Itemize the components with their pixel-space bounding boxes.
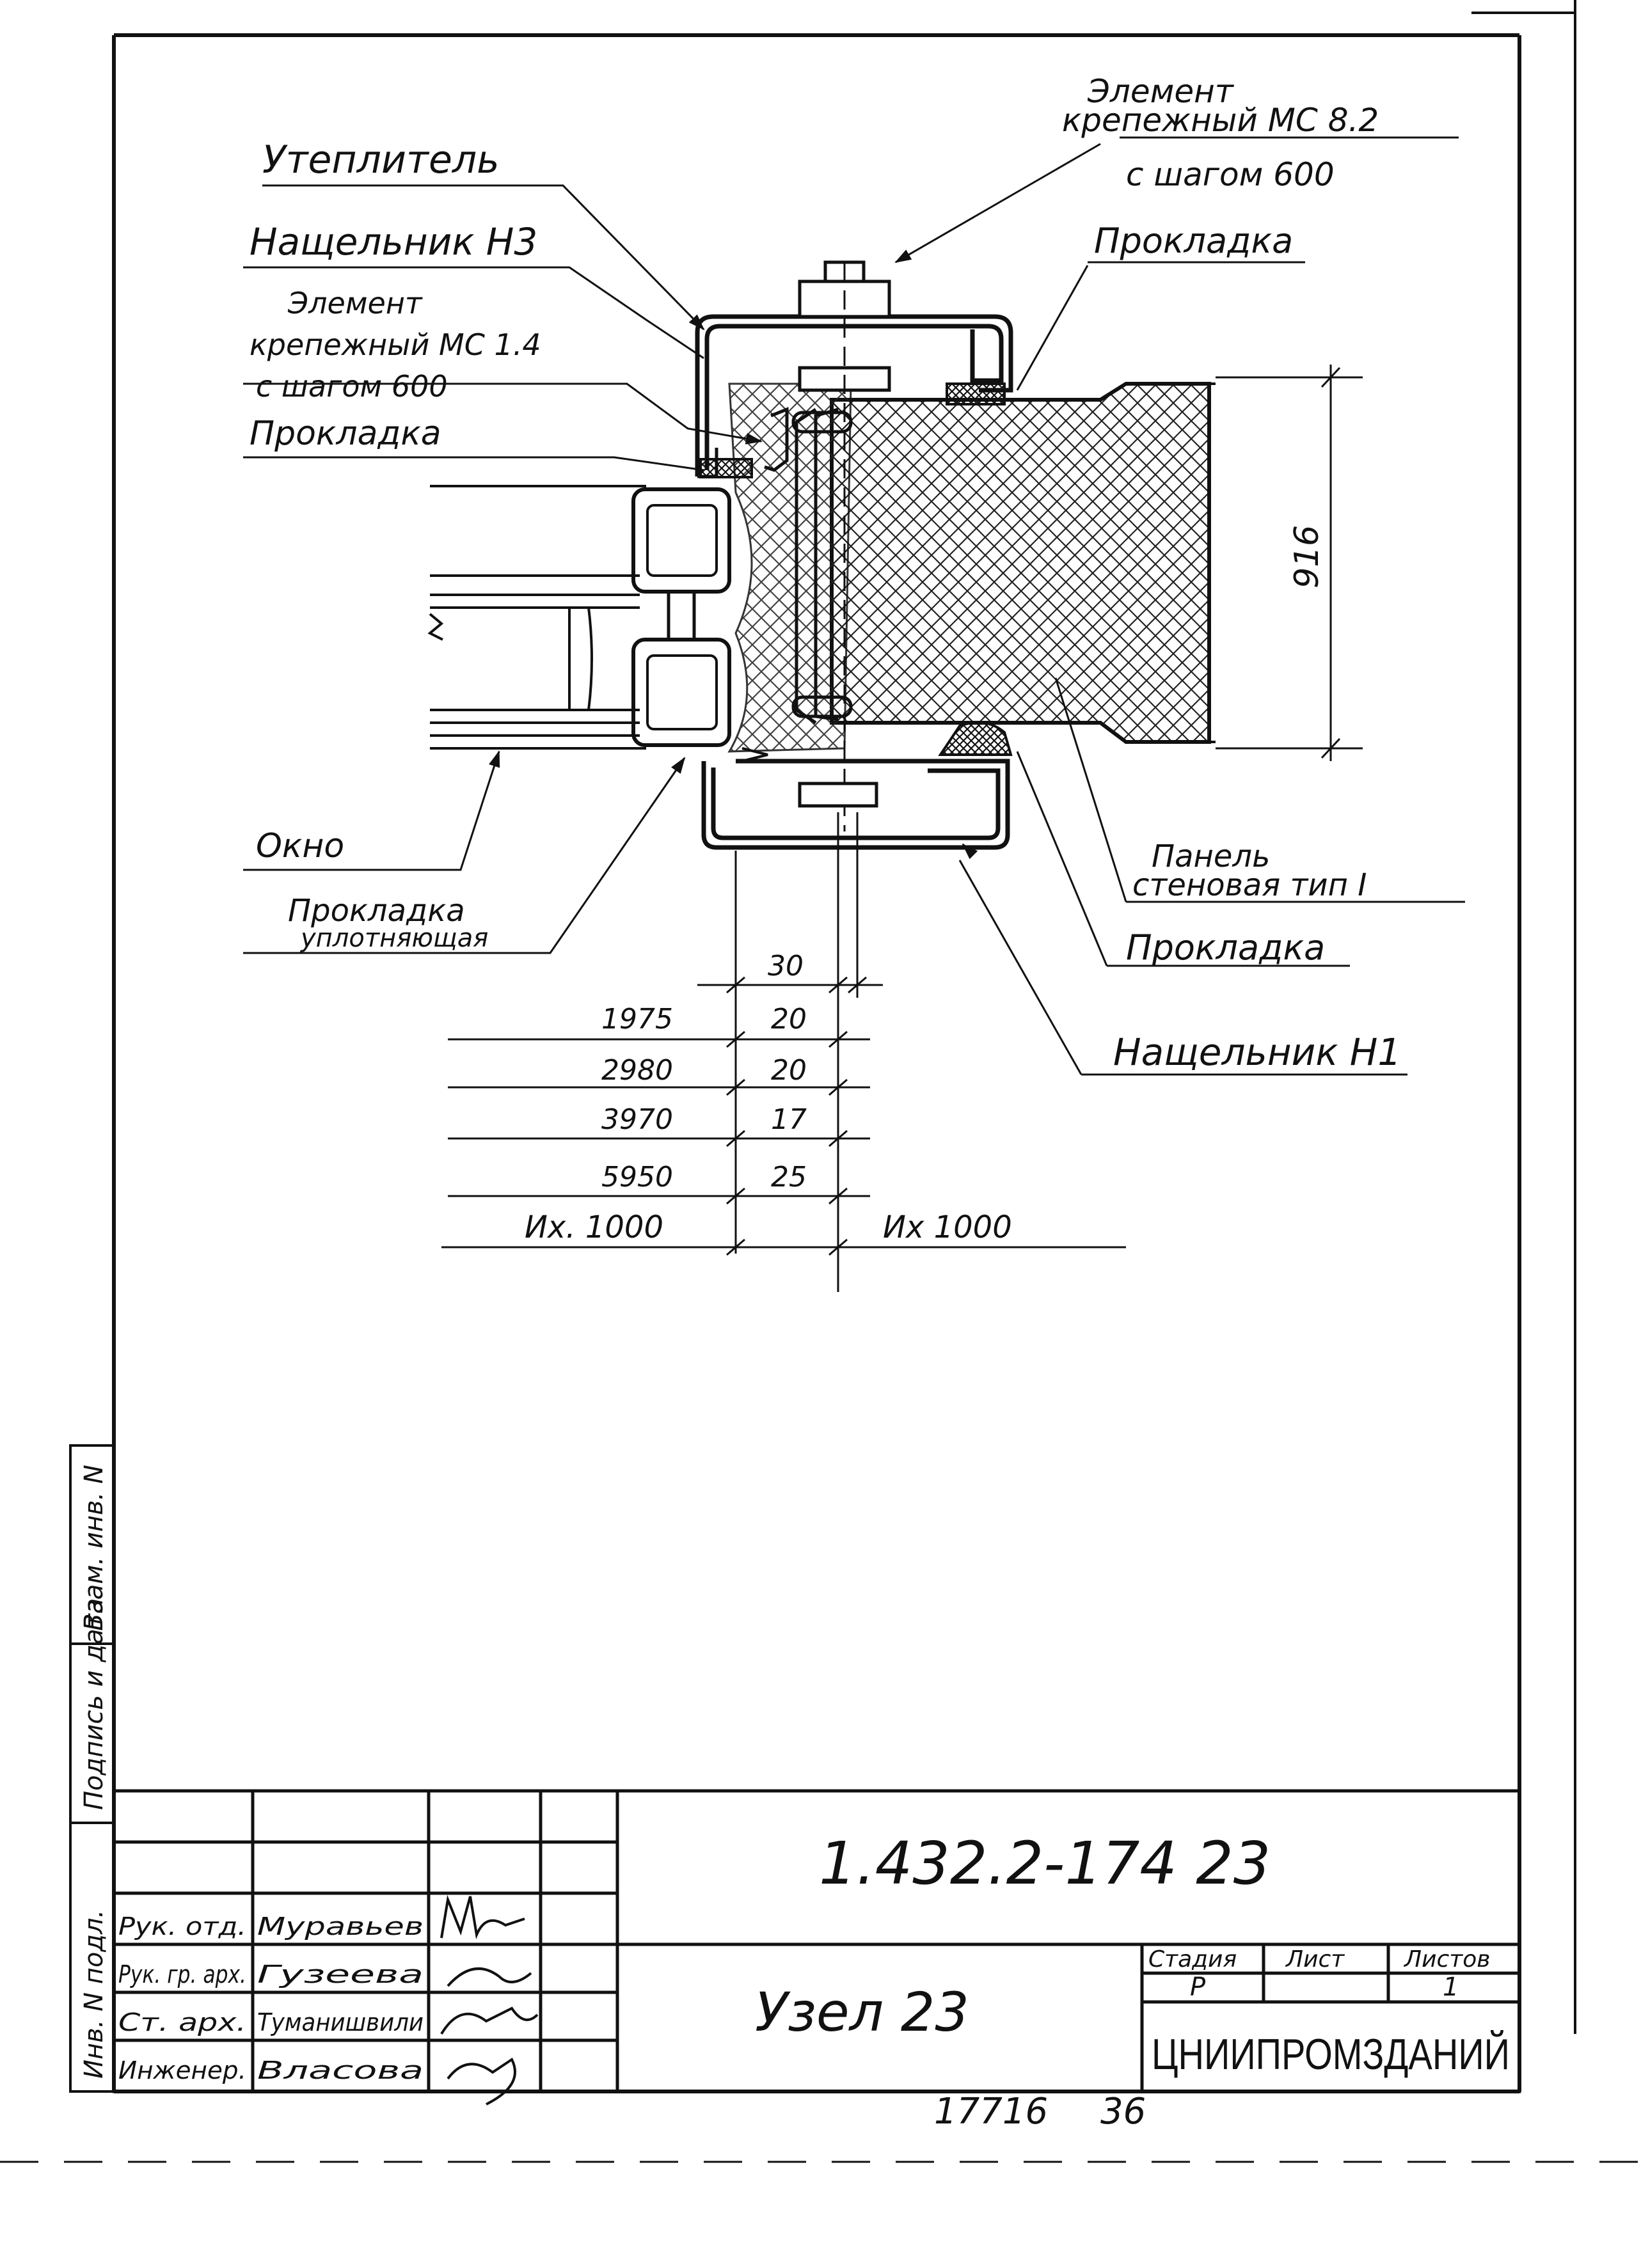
leader-lines: [243, 136, 1465, 1076]
role-cell: Рук. гр. арх.: [118, 1960, 246, 1988]
label-fastener-mc14-3: с шагом 600: [256, 369, 448, 404]
axis-right-label: Их 1000: [883, 1209, 1012, 1245]
dim-top-value: 30: [768, 950, 804, 982]
axis-left-label: Их. 1000: [525, 1209, 663, 1245]
label-gasket-top-right: Прокладка: [1094, 221, 1293, 261]
label-sealing-gasket-1: Прокладка: [288, 893, 465, 929]
side-stamp: [69, 1444, 115, 2093]
stage-header: Стадия: [1148, 1946, 1237, 1973]
dim-axis: 5950: [601, 1161, 673, 1193]
dim-value: 20: [771, 1054, 807, 1087]
side-stamp-inv-orig: Инв. N подл.: [79, 1910, 109, 2079]
label-sealing-gasket-2: уплотняющая: [300, 924, 488, 953]
dim-916: 916: [1288, 525, 1326, 588]
sheet-header: Лист: [1285, 1946, 1345, 1973]
name-cell: Гузеева: [257, 1960, 424, 1988]
dim-value: 25: [771, 1161, 807, 1193]
label-fastener-mc82-3: с шагом 600: [1126, 156, 1335, 193]
label-fastener-mc14-1: Элемент: [287, 286, 423, 320]
name-cell: Туманишвили: [257, 2008, 424, 2036]
side-stamp-sign-date: Подпись и дата: [79, 1598, 109, 1810]
dim-value: 17: [771, 1103, 807, 1136]
wall-panel: [830, 382, 1216, 744]
label-gasket-left: Прокладка: [250, 414, 441, 453]
label-fastener-mc14-2: крепежный МС 1.4: [250, 327, 541, 362]
name-cell: Власова: [257, 2056, 424, 2084]
label-insulation: Утеплитель: [262, 138, 500, 182]
label-panel-2: стеновая тип I: [1132, 867, 1367, 903]
dimension-chain: [441, 812, 1126, 1292]
cover-strip-n1: [701, 747, 1010, 850]
label-cover-strip-n3: Нащельник Н3: [250, 220, 537, 264]
gasket-left: [699, 458, 753, 478]
doc-code: 1.432.2-174 23: [819, 1829, 1271, 1898]
title-block: [112, 1789, 1521, 2093]
dim-axis: 1975: [601, 1003, 673, 1036]
label-panel-1: Панель: [1152, 839, 1270, 874]
stage-value: Р: [1190, 1973, 1206, 2002]
signatures-table: Рук. отд. Муравьев Рук. гр. арх. Гузеева…: [118, 1912, 424, 2084]
bolt-mc82: [798, 260, 891, 831]
role-cell: Инженер.: [118, 2056, 246, 2084]
panel-dimension: [1216, 365, 1363, 761]
window-frame: [427, 485, 731, 750]
label-window: Окно: [256, 827, 344, 865]
label-cover-strip-n1: Нащельник Н1: [1113, 1030, 1401, 1074]
dim-rows: 1975 20 2980 20 3970 17 5950 25: [601, 1003, 807, 1193]
handwritten-signatures: [440, 1894, 539, 2106]
role-cell: Рук. отд.: [118, 1912, 246, 1941]
gasket-bottom-right: [938, 721, 1013, 756]
label-fastener-mc82-1: Элемент: [1087, 73, 1235, 110]
dim-value: 20: [771, 1003, 807, 1036]
sheets-header: Листов: [1403, 1946, 1490, 1973]
dim-axis: 2980: [601, 1054, 673, 1087]
organization: ЦНИИПРОМЗДАНИЙ: [1152, 2029, 1510, 2079]
insulation-fill: [727, 382, 852, 753]
dim-axis: 3970: [601, 1103, 673, 1136]
label-gasket-bottom-right: Прокладка: [1126, 927, 1325, 968]
side-stamp-replace-inv: Взам. инв. N: [79, 1465, 109, 1631]
name-cell: Муравьев: [257, 1912, 424, 1941]
role-cell: Ст. арх.: [118, 2008, 246, 2036]
label-fastener-mc82-2: крепежный МС 8.2: [1062, 102, 1379, 139]
node-title: Узел 23: [755, 1981, 969, 2044]
sheets-value: 1: [1443, 1973, 1459, 2002]
page-number: 36: [1100, 2091, 1146, 2132]
archive-number: 17716: [934, 2091, 1048, 2132]
fastener-mc14: [764, 407, 853, 725]
gasket-top-right: [946, 382, 1006, 406]
